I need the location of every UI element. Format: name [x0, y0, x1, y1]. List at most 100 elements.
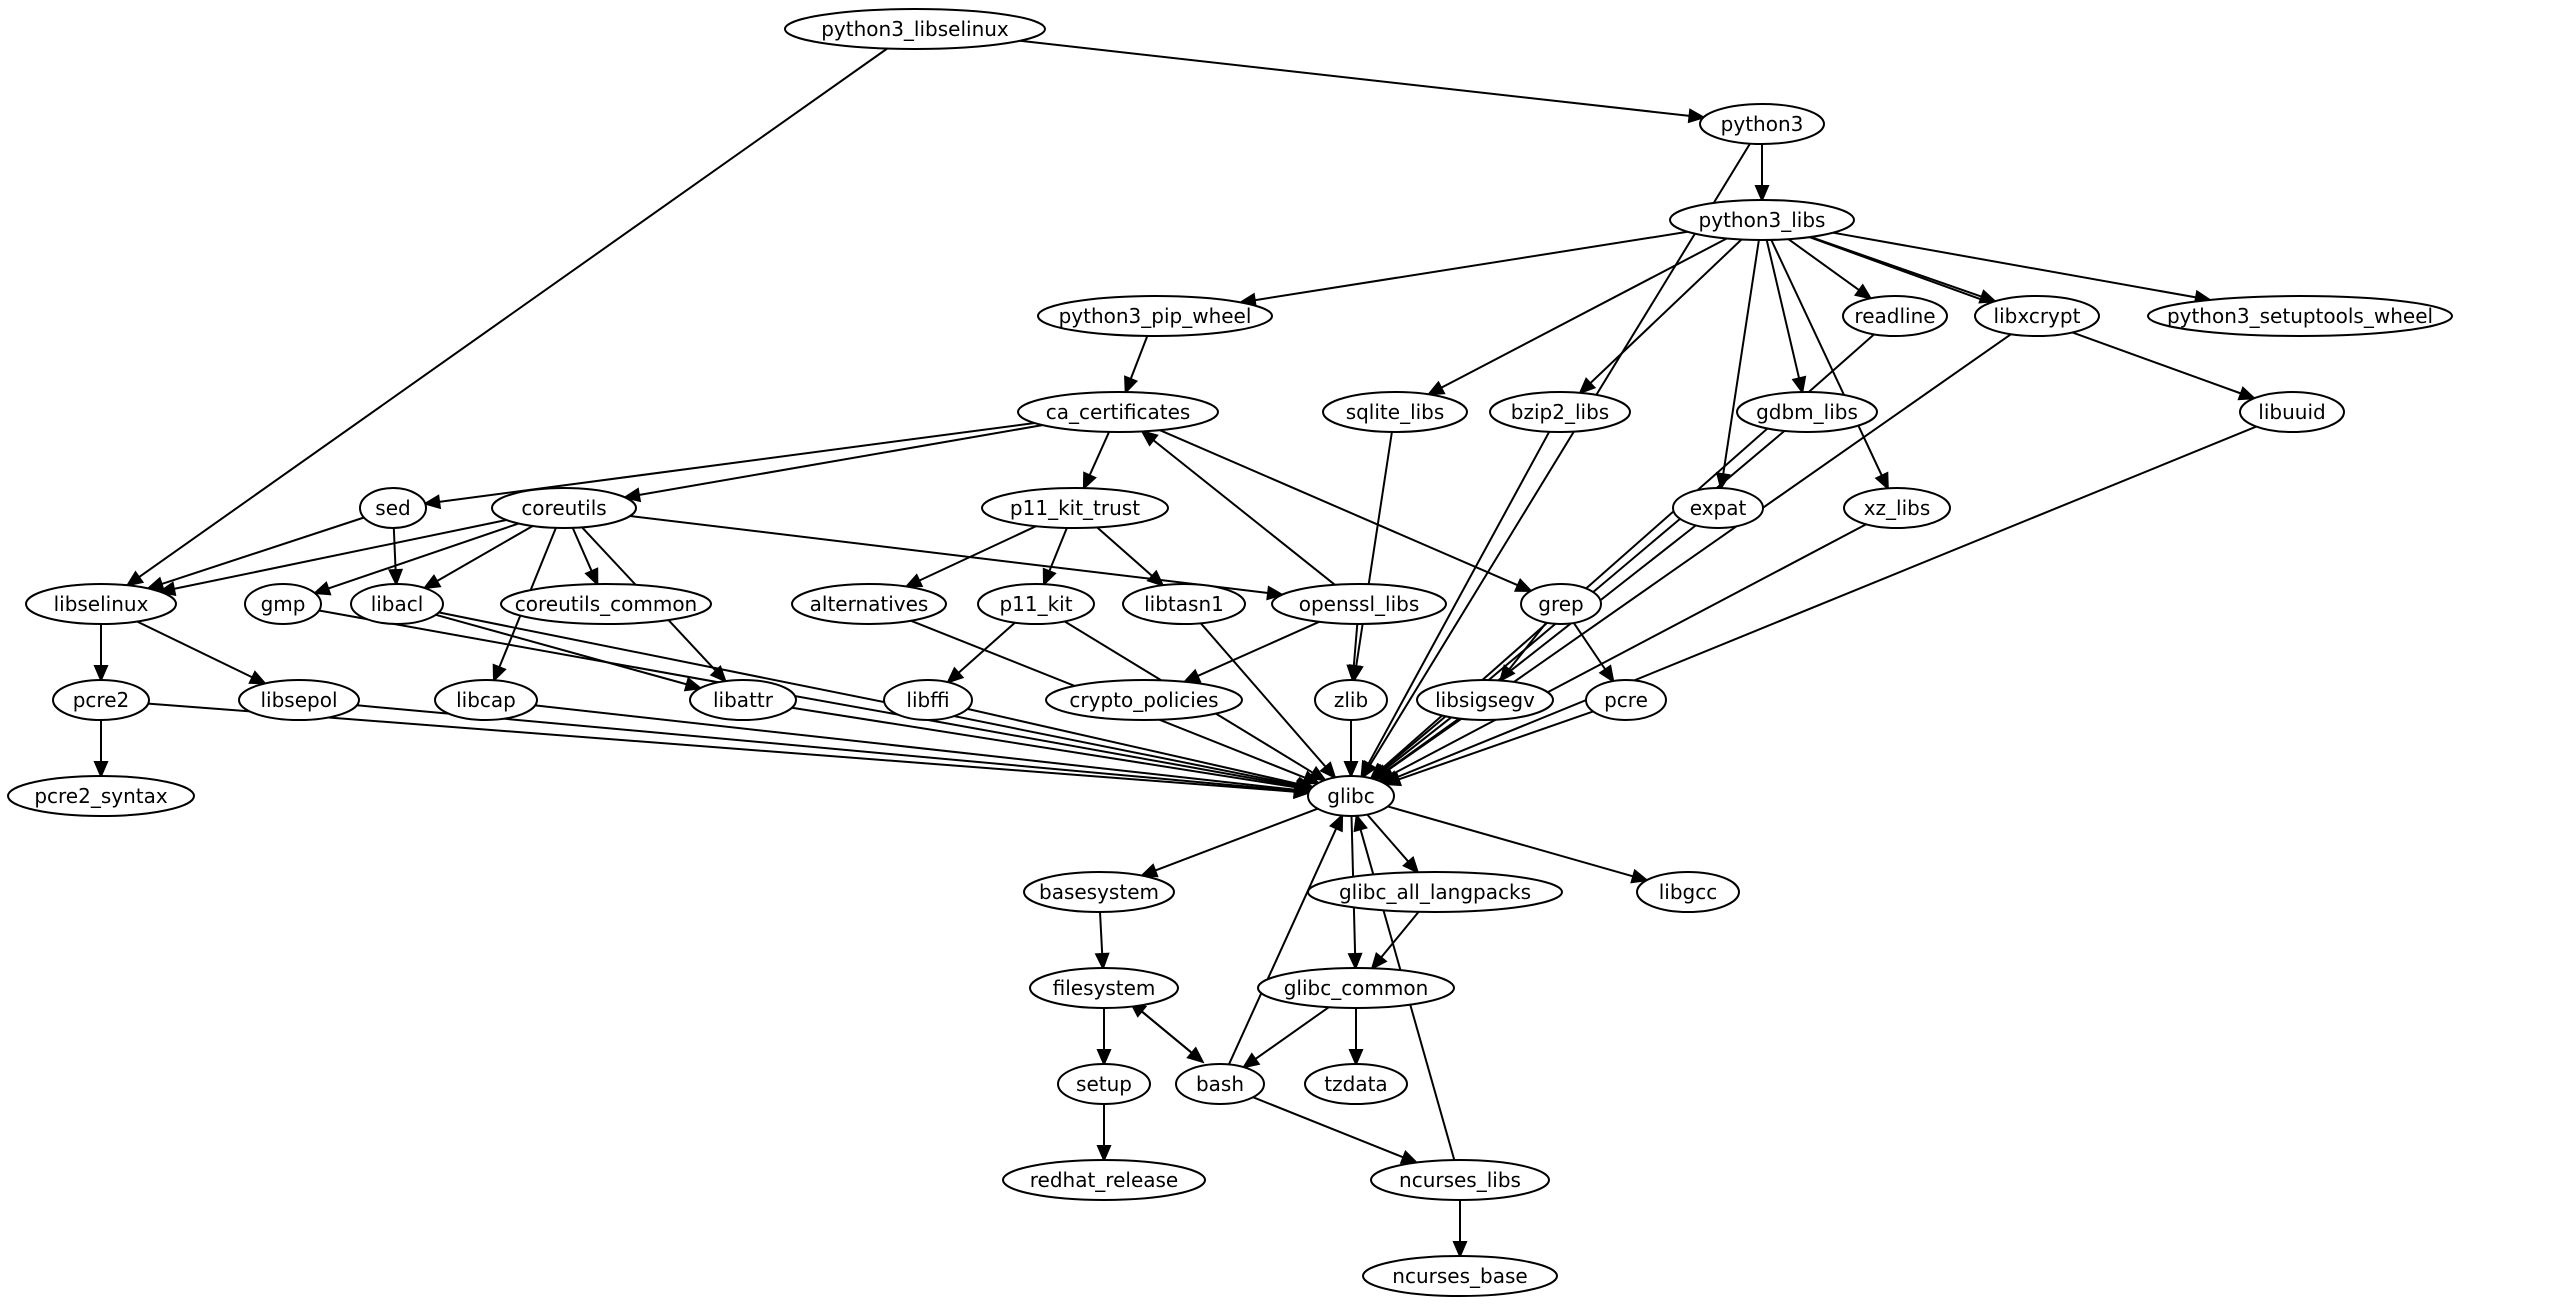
node-tzdata[interactable]: tzdata	[1304, 1063, 1408, 1105]
node-alternatives[interactable]: alternatives	[791, 583, 947, 625]
node-bzip2_libs[interactable]: bzip2_libs	[1489, 391, 1631, 433]
edge-line	[1387, 805, 1634, 878]
arrowhead-icon	[1042, 567, 1057, 587]
node-libselinux[interactable]: libselinux	[25, 583, 177, 625]
node-label: p11_kit_trust	[1010, 496, 1140, 520]
node-libuuid[interactable]: libuuid	[2239, 391, 2345, 433]
node-gdbm_libs[interactable]: gdbm_libs	[1736, 391, 1878, 433]
node-pcre[interactable]: pcre	[1585, 679, 1667, 721]
node-libxcrypt[interactable]: libxcrypt	[1974, 295, 2100, 337]
node-libsigsegv[interactable]: libsigsegv	[1416, 679, 1554, 721]
node-ca_certificates[interactable]: ca_certificates	[1017, 391, 1219, 433]
node-ellipse	[1370, 1159, 1550, 1201]
node-label: grep	[1538, 592, 1583, 616]
arrowhead-icon	[1426, 380, 1446, 396]
node-libffi[interactable]: libffi	[883, 679, 973, 721]
edges-layer	[93, 39, 2257, 1259]
edge-line	[1832, 231, 2197, 299]
node-ellipse	[1322, 391, 1468, 433]
arrowhead-icon	[1082, 471, 1097, 491]
node-grep[interactable]: grep	[1520, 583, 1602, 625]
node-sqlite_libs[interactable]: sqlite_libs	[1322, 391, 1468, 433]
edge-line	[435, 613, 688, 686]
edge-python3_libs-to-expat	[1715, 239, 1760, 491]
node-label: crypto_policies	[1069, 688, 1218, 712]
arrowhead-icon	[1353, 813, 1368, 833]
node-zlib[interactable]: zlib	[1314, 679, 1388, 721]
arrowhead-icon	[622, 487, 642, 503]
node-readline[interactable]: readline	[1842, 295, 1948, 337]
node-ellipse	[1520, 583, 1602, 625]
node-bash[interactable]: bash	[1175, 1063, 1265, 1105]
node-libcap[interactable]: libcap	[434, 679, 538, 721]
node-label: tzdata	[1324, 1072, 1387, 1096]
nodes-layer: python3_libselinux python3 python3_libspyt…	[7, 8, 2453, 1297]
edge-glibc-to-glibc_all_langpacks	[1366, 813, 1420, 875]
node-label: glibc	[1327, 784, 1375, 808]
node-python3_setuptools_wheel[interactable]: python3_setuptools_wheel	[2147, 295, 2453, 337]
node-label: libacl	[371, 592, 424, 616]
node-p11_kit[interactable]: p11_kit	[977, 583, 1095, 625]
node-glibc[interactable]: glibc	[1307, 775, 1395, 817]
node-label: ca_certificates	[1046, 400, 1191, 424]
node-libtasn1[interactable]: libtasn1	[1122, 583, 1246, 625]
edge-p11_kit_trust-to-alternatives	[904, 525, 1037, 588]
node-ellipse	[1843, 487, 1951, 529]
arrowhead-icon	[1296, 776, 1315, 792]
node-libacl[interactable]: libacl	[350, 583, 444, 625]
node-coreutils[interactable]: coreutils	[491, 487, 637, 529]
node-ellipse	[1023, 871, 1175, 913]
edge-line	[327, 522, 519, 590]
node-ellipse	[1489, 391, 1631, 433]
node-ellipse	[1669, 199, 1855, 241]
node-ncurses_base[interactable]: ncurses_base	[1362, 1255, 1558, 1297]
node-ellipse	[883, 679, 973, 721]
node-ellipse	[1314, 679, 1388, 721]
node-label: pcre2_syntax	[34, 784, 168, 808]
edge-setup-to-redhat_release	[1096, 1104, 1112, 1163]
node-crypto_policies[interactable]: crypto_policies	[1045, 679, 1243, 721]
node-gmp[interactable]: gmp	[244, 583, 322, 625]
arrowhead-icon	[1328, 813, 1344, 833]
node-python3[interactable]: python3	[1699, 103, 1825, 145]
node-openssl_libs[interactable]: openssl_libs	[1271, 583, 1447, 625]
node-glibc_all_langpacks[interactable]: glibc_all_langpacks	[1307, 871, 1563, 913]
node-python3_pip_wheel[interactable]: python3_pip_wheel	[1037, 295, 1273, 337]
arrowhead-icon	[904, 573, 924, 588]
node-libsepol[interactable]: libsepol	[238, 679, 360, 721]
arrowhead-icon	[1687, 108, 1706, 124]
edge-python3_libs-to-readline	[1787, 238, 1873, 300]
node-p11_kit_trust[interactable]: p11_kit_trust	[981, 487, 1169, 529]
edge-line	[1383, 524, 1697, 771]
edge-basesystem-to-filesystem	[1094, 911, 1110, 971]
node-ncurses_libs[interactable]: ncurses_libs	[1370, 1159, 1550, 1201]
node-sed[interactable]: sed	[359, 487, 427, 529]
node-xz_libs[interactable]: xz_libs	[1843, 487, 1951, 529]
edge-line	[161, 516, 365, 586]
edge-line	[638, 424, 1043, 496]
node-coreutils_common[interactable]: coreutils_common	[500, 583, 712, 625]
edge-line	[791, 706, 1297, 789]
edge-line	[1395, 425, 2257, 779]
edge-p11_kit-to-libffi	[946, 621, 1016, 684]
node-label: filesystem	[1053, 976, 1156, 1000]
node-redhat_release[interactable]: redhat_release	[1002, 1159, 1206, 1201]
node-label: setup	[1076, 1072, 1132, 1096]
node-python3_libselinux[interactable]: python3_libselinux	[784, 8, 1046, 50]
node-libattr[interactable]: libattr	[689, 679, 797, 721]
node-pcre2[interactable]: pcre2	[52, 679, 150, 721]
node-filesystem[interactable]: filesystem	[1029, 967, 1179, 1009]
arrowhead-icon	[1241, 1052, 1261, 1069]
node-pcre2_syntax[interactable]: pcre2_syntax	[7, 775, 195, 817]
node-setup[interactable]: setup	[1057, 1063, 1151, 1105]
node-python3_libs[interactable]: python3_libs	[1669, 199, 1855, 241]
node-ellipse	[1585, 679, 1667, 721]
node-expat[interactable]: expat	[1672, 487, 1764, 529]
node-libgcc[interactable]: libgcc	[1636, 871, 1740, 913]
node-basesystem[interactable]: basesystem	[1023, 871, 1175, 913]
edge-ca_certificates-to-p11_kit_trust	[1082, 431, 1111, 491]
node-ellipse	[689, 679, 797, 721]
node-label: glibc_common	[1284, 976, 1429, 1000]
node-glibc_common[interactable]: glibc_common	[1257, 967, 1455, 1009]
node-ellipse	[1307, 775, 1395, 817]
